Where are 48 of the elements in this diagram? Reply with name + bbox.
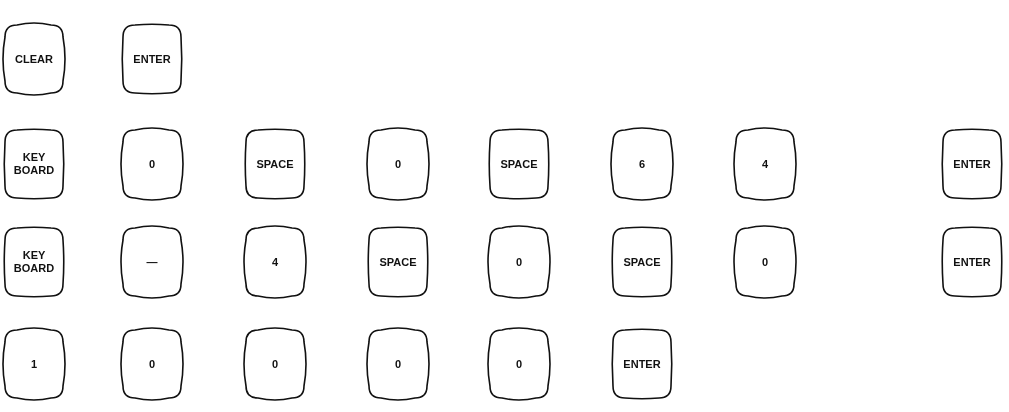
keycap <box>369 130 427 198</box>
keycap <box>123 130 181 198</box>
key-label: 0 <box>761 255 769 269</box>
keycap <box>246 330 304 398</box>
key-label: CLEAR <box>15 52 53 66</box>
key-label: 4 <box>761 157 769 171</box>
key-label: ENTER <box>623 357 661 371</box>
key-label: — <box>146 255 158 269</box>
key-label: 6 <box>638 157 646 171</box>
key-label: 1 <box>30 357 38 371</box>
keycap <box>246 130 304 198</box>
key-label: 0 <box>394 357 402 371</box>
keycap <box>613 130 671 198</box>
keycap <box>5 330 63 398</box>
keycap <box>736 228 794 296</box>
key-label: ENTER <box>953 157 991 171</box>
key-label: SPACE <box>500 157 538 171</box>
key-label: SPACE <box>256 157 294 171</box>
keycap <box>613 330 671 398</box>
keycap <box>943 130 1001 198</box>
keycap <box>5 25 63 93</box>
keycap <box>123 25 181 93</box>
key-label: 0 <box>148 357 156 371</box>
key-label: 0 <box>271 357 279 371</box>
key-label: KEY BOARD <box>12 249 56 275</box>
key-label: 0 <box>515 357 523 371</box>
key-label: SPACE <box>379 255 417 269</box>
keycap <box>123 228 181 296</box>
key-label: ENTER <box>953 255 991 269</box>
keycap <box>369 228 427 296</box>
key-label: 0 <box>515 255 523 269</box>
keycap <box>490 330 548 398</box>
key-label: 0 <box>148 157 156 171</box>
keycap <box>490 130 548 198</box>
keycap <box>613 228 671 296</box>
keycap <box>490 228 548 296</box>
keycap <box>736 130 794 198</box>
keycap <box>943 228 1001 296</box>
keycap <box>369 330 427 398</box>
keycap <box>5 130 63 198</box>
key-label: SPACE <box>623 255 661 269</box>
key-label: 0 <box>394 157 402 171</box>
key-label: 4 <box>271 255 279 269</box>
keycap <box>123 330 181 398</box>
key-label: KEY BOARD <box>12 151 56 177</box>
keycap <box>5 228 63 296</box>
keycap <box>246 228 304 296</box>
key-label: ENTER <box>133 52 171 66</box>
